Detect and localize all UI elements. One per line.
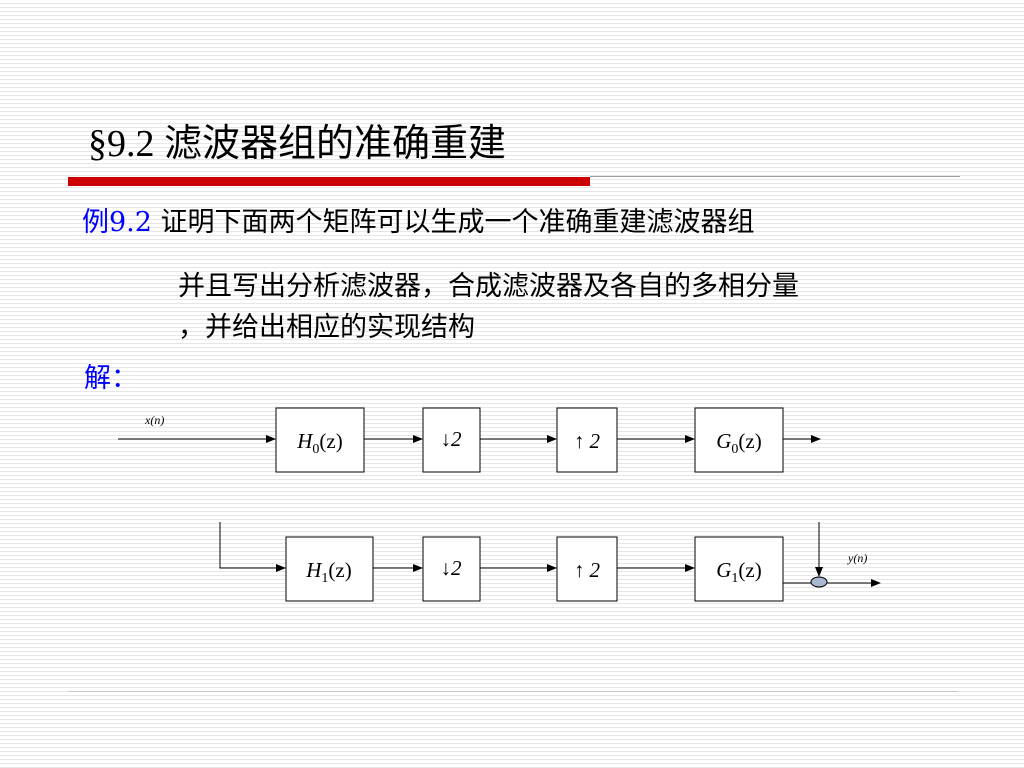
block-h1: H1(z) <box>285 536 374 602</box>
block-g0: G0(z) <box>694 407 784 473</box>
footer-line <box>68 691 958 692</box>
example-text: 证明下面两个矩阵可以生成一个准确重建滤波器组 <box>151 207 755 238</box>
block-g1: G1(z) <box>694 536 784 602</box>
example-statement: 例9.2 证明下面两个矩阵可以生成一个准确重建滤波器组 <box>82 200 755 239</box>
example-line-3: ，并给出相应的实现结构 <box>178 312 475 343</box>
block-h0: H0(z) <box>275 407 365 473</box>
title-red-bar <box>68 177 590 186</box>
svg-text:↓2: ↓2 <box>441 556 463 580</box>
svg-text:G1(z): G1(z) <box>716 558 761 586</box>
svg-text:↑2: ↑2 <box>574 558 601 582</box>
title-thin-line <box>590 176 960 177</box>
solution-label: 解： <box>84 363 138 394</box>
svg-text:H0(z): H0(z) <box>296 429 342 457</box>
svg-text:↑2: ↑2 <box>574 429 601 453</box>
svg-text:H1(z): H1(z) <box>305 558 351 586</box>
example-label: 例9.2 <box>82 207 152 238</box>
block-upsample-bottom: ↑2 <box>556 536 618 602</box>
wire-branch-to-h1 <box>219 522 286 572</box>
input-signal-label: x(n) <box>144 413 164 427</box>
slide-title: §9.2 滤波器组的准确重建 <box>88 123 507 165</box>
block-upsample-top: ↑2 <box>556 407 618 473</box>
adder-node <box>810 576 828 588</box>
block-downsample-bottom: ↓2 <box>422 536 481 602</box>
svg-text:G0(z): G0(z) <box>716 429 761 457</box>
output-signal-label: y(n) <box>847 551 867 565</box>
block-downsample-top: ↓2 <box>422 407 481 473</box>
example-line-2: 并且写出分析滤波器，合成滤波器及各自的多相分量 <box>178 271 799 302</box>
svg-text:↓2: ↓2 <box>441 427 463 451</box>
